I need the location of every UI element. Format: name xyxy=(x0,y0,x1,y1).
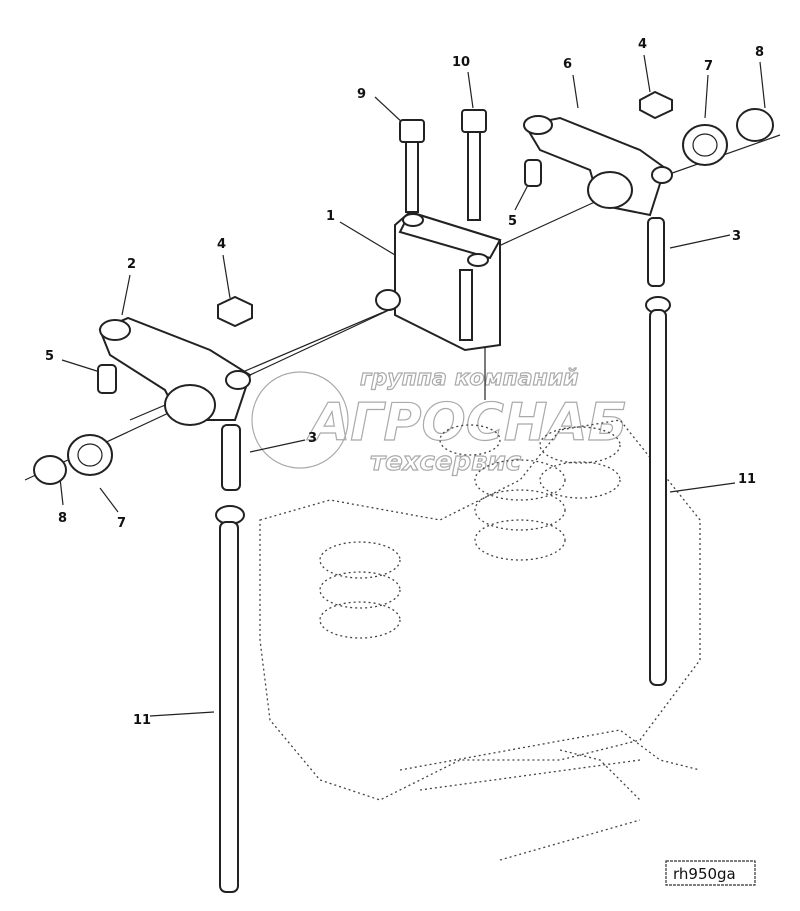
nut-4-right xyxy=(639,90,673,120)
callout-4: 4 xyxy=(217,237,226,252)
watermark: группа компаний АГРОСНАБ техсервис xyxy=(251,365,628,478)
rocker-shaft-support xyxy=(375,210,502,352)
reference-code: rh950ga xyxy=(673,865,736,883)
callout-2: 2 xyxy=(127,257,136,272)
rocker-arm-right xyxy=(523,90,774,686)
push-rod-11-left xyxy=(219,521,239,893)
callout-4: 4 xyxy=(638,37,647,52)
callout-10: 10 xyxy=(452,55,470,70)
callout-8: 8 xyxy=(58,511,67,526)
leader-lines xyxy=(24,54,781,717)
callout-3: 3 xyxy=(308,431,317,446)
callout-8: 8 xyxy=(755,45,764,60)
cylinder-head-background xyxy=(259,419,701,861)
callout-1: 1 xyxy=(326,209,335,224)
callouts: 9 10 6 4 7 8 5 1 3 2 4 5 3 7 8 11 11 xyxy=(45,37,764,728)
callout-7: 7 xyxy=(704,59,713,74)
rocker-arm-left xyxy=(33,295,253,893)
callout-5: 5 xyxy=(45,349,54,364)
callout-9: 9 xyxy=(357,87,366,102)
watermark-logo-icon xyxy=(251,371,349,469)
spring-3-left xyxy=(221,424,241,491)
push-rod-11-right xyxy=(649,309,667,686)
callout-11: 11 xyxy=(738,472,756,487)
callout-6: 6 xyxy=(563,57,572,72)
nut-4-left xyxy=(217,295,253,328)
reference-code-box: rh950ga xyxy=(665,860,756,886)
callout-5: 5 xyxy=(508,214,517,229)
snap-ring-8-left xyxy=(33,455,67,485)
washer-7-right xyxy=(682,124,728,166)
bolt-9 xyxy=(399,119,425,213)
washer-7-left xyxy=(67,434,113,476)
callout-7: 7 xyxy=(117,516,126,531)
watermark-line3: техсервис xyxy=(370,447,522,477)
adjusting-screw-5-right xyxy=(524,159,542,187)
callout-3: 3 xyxy=(732,229,741,244)
adjusting-screw-5-left xyxy=(97,364,117,394)
watermark-line2: АГРОСНАБ xyxy=(306,393,627,453)
snap-ring-8-right xyxy=(736,108,774,142)
watermark-line1: группа компаний xyxy=(360,366,579,391)
callout-11: 11 xyxy=(133,713,151,728)
spring-3-right xyxy=(647,217,665,287)
bolt-10 xyxy=(461,109,487,221)
